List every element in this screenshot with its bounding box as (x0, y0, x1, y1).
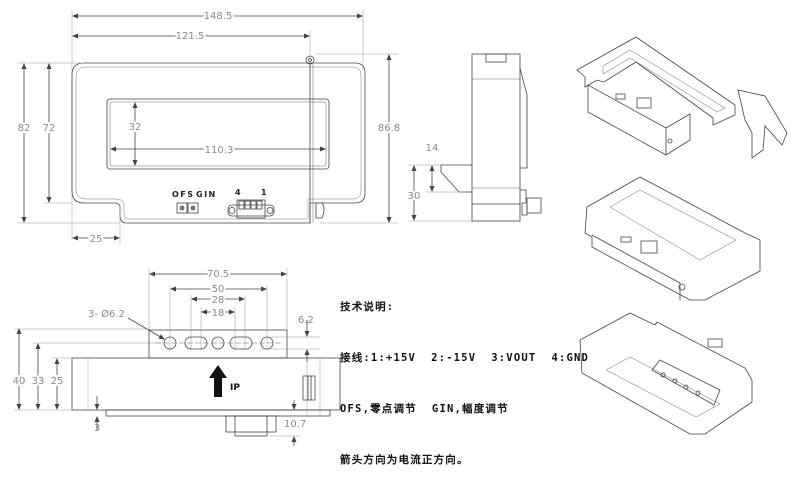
dim-body-height: 82 (18, 123, 31, 134)
current-label: IP (230, 383, 240, 393)
dim-window-height: 72 (43, 123, 56, 134)
dim-base: 3 (94, 423, 100, 434)
label-pin1: 1 (261, 188, 268, 197)
dim-span-50: 50 (212, 284, 225, 295)
iso-view-bottom (579, 312, 753, 435)
dim-h25: 25 (51, 376, 64, 387)
side-view-labels: 14 30 (406, 143, 439, 204)
arrow-up-icon (209, 365, 227, 397)
iso-view-open (576, 36, 788, 159)
notes-adjust: OFS,零点调节 GIN,幅度调节 (340, 403, 509, 415)
dim-h40: 40 (13, 376, 26, 387)
dim-step-width: 25 (90, 234, 103, 245)
dim-aperture-height: 32 (129, 122, 142, 133)
dim-aperture-width: 110.3 (205, 145, 234, 156)
label-ofs: OFS (172, 190, 195, 199)
bottom-view-labels: 70.5 50 28 18 3- Ø6.2 6.2 40 33 25 3 10.… (11, 267, 314, 434)
dim-bracket: 14 (426, 143, 439, 154)
label-gin: GIN (196, 190, 217, 199)
iso-view-closed (584, 176, 761, 301)
dim-h33: 33 (32, 376, 45, 387)
dim-holes: 3- Ø6.2 (88, 308, 125, 320)
drawing-canvas: 148.5 121.5 32 110.3 82 72 86.8 25 OFS G… (11, 9, 788, 446)
front-view (18, 10, 398, 244)
current-arrow (209, 365, 227, 397)
technical-notes: 技术说明: 接线:1:+15V 2:-15V 3:VOUT 4:GND OFS,… (340, 265, 589, 486)
notes-heading: 技术说明: (340, 301, 395, 313)
front-view-labels: 148.5 121.5 32 110.3 82 72 86.8 25 OFS G… (16, 9, 403, 247)
dim-side-height: 30 (408, 191, 421, 202)
notes-direction: 箭头方向为电流正方向。 (340, 454, 469, 466)
dim-overall-width: 148.5 (204, 11, 233, 22)
dim-span-28: 28 (212, 295, 225, 306)
label-pin4: 4 (235, 188, 242, 197)
notes-wiring: 接线:1:+15V 2:-15V 3:VOUT 4:GND (340, 352, 590, 364)
dim-hinge-width: 121.5 (176, 31, 205, 42)
side-view (408, 53, 542, 222)
bottom-view (14, 268, 341, 446)
dim-connector: 10.7 (284, 419, 306, 430)
dim-hole-offset: 6.2 (298, 315, 314, 326)
dim-total-height: 86.8 (378, 123, 400, 134)
dim-span-18: 18 (212, 308, 225, 319)
dim-span-70: 70.5 (207, 269, 229, 280)
